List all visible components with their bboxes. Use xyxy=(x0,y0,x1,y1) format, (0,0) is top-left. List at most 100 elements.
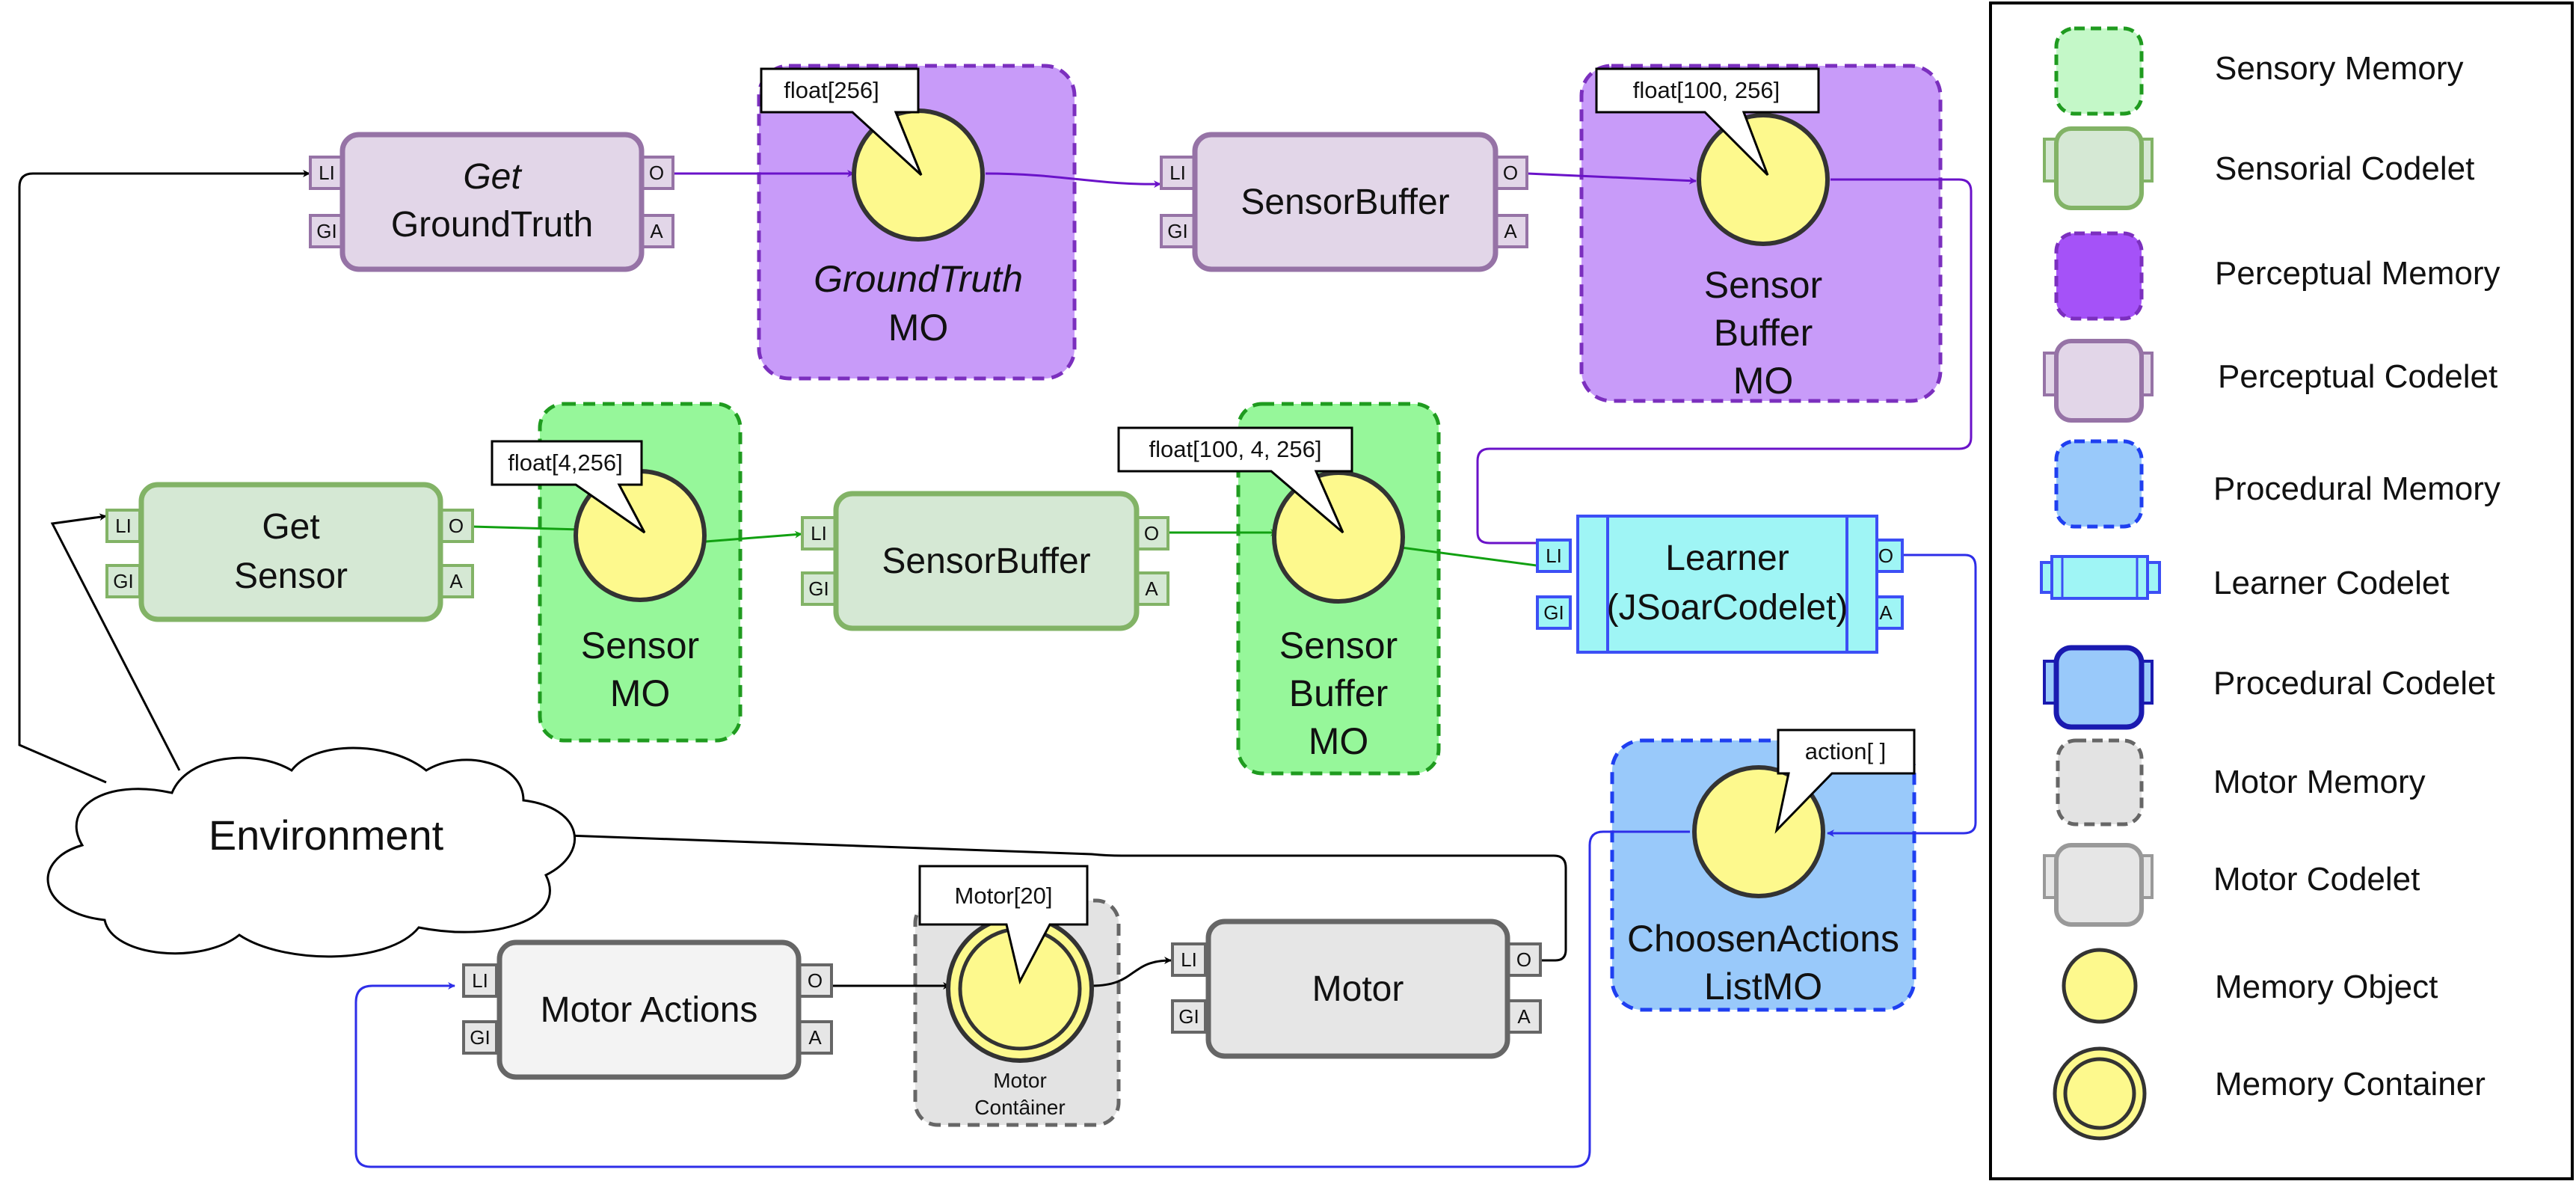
connector-perceptual-buffer-to-learner xyxy=(1476,178,1973,547)
chosen-actions-callout xyxy=(1774,729,1916,834)
perceptual-sensor-buffer-mo[interactable]: float[100, 256] Sensor Buffer MO xyxy=(1595,67,1830,402)
get-sensor-port-o-label: O xyxy=(449,515,464,537)
motor-body xyxy=(1205,918,1510,1059)
perceptual-sensorbuffer-label: SensorBuffer xyxy=(1241,183,1449,222)
motor-port-gi-label: GI xyxy=(1178,1005,1199,1028)
motor-actions-port-a-label: A xyxy=(808,1026,822,1049)
sensorial-sensorbuffer-port-gi xyxy=(801,571,837,606)
legend-sensorial-codelet-swatch xyxy=(2054,126,2144,210)
motor-actions-port-o-label: O xyxy=(808,969,823,992)
perceptual-sensorbuffer-codelet[interactable]: LI GI O A SensorBuffer xyxy=(1160,132,1528,272)
get-groundtruth-codelet[interactable]: LI GI O A Get GroundTruth xyxy=(309,132,674,272)
sensorial-sensorbuffer-port-o-label: O xyxy=(1144,522,1159,545)
get-sensor-port-li xyxy=(105,509,141,543)
legend-procedural-memory-swatch xyxy=(2054,439,2144,529)
groundtruth-mo-label-line1: GroundTruth xyxy=(814,258,1023,300)
perceptual-sensorbuffer-port-li-label: LI xyxy=(1169,162,1186,184)
motor-port-li-label: LI xyxy=(1181,948,1197,971)
perceptual-sensorbuffer-port-o-label: O xyxy=(1503,162,1518,184)
chosen-actions-mo-label-line2: ListMO xyxy=(1704,966,1822,1008)
motor-actions-port-gi-label: GI xyxy=(470,1026,490,1049)
connector-learner-to-actions xyxy=(1827,553,1977,837)
perceptual-sensorbuffer-body xyxy=(1192,132,1498,272)
get-groundtruth-port-gi-label: GI xyxy=(316,220,336,242)
sensorial-sensorbuffer-port-li-label: LI xyxy=(811,522,827,545)
sensor-callout-text: float[4,256] xyxy=(508,450,622,476)
legend-memory-object-swatch xyxy=(2062,948,2138,1024)
perceptual-sensor-buffer-mo-label-line1: Sensor xyxy=(1704,264,1822,306)
groundtruth-mo[interactable]: float[256] GroundTruth MO xyxy=(760,67,1023,349)
learner-port-gi xyxy=(1536,595,1572,630)
legend-learner-codelet-swatch xyxy=(2050,555,2149,600)
legend-motor-codelet-swatch xyxy=(2054,843,2144,927)
motor-port-o xyxy=(1506,942,1542,977)
legend-sensorial-codelet-label: Sensorial Codelet xyxy=(2215,150,2474,187)
learner-port-a-label: A xyxy=(1879,601,1893,624)
sensorial-sensorbuffer-port-gi-label: GI xyxy=(808,577,829,600)
motor-port-li xyxy=(1171,942,1207,977)
get-sensor-port-o xyxy=(438,509,474,543)
connector-sensor-mo-to-sensorbuffer xyxy=(705,530,802,543)
get-sensor-label-line2: Sensor xyxy=(234,556,348,596)
environment-label: Environment xyxy=(209,812,444,859)
legend-procedural-codelet-label: Procedural Codelet xyxy=(2213,665,2495,702)
sensory-sensor-buffer-mo-label-line1: Sensor xyxy=(1279,625,1398,666)
chosen-actions-callout-text: action[ ] xyxy=(1805,738,1887,764)
perceptual-sensor-buffer-mo-label-line2: Buffer xyxy=(1714,312,1813,354)
learner-port-li xyxy=(1536,539,1572,573)
legend-procedural-codelet-swatch xyxy=(2053,645,2145,730)
motor-codelet[interactable]: LI GI O A Motor xyxy=(1171,918,1542,1059)
get-groundtruth-label-line2: GroundTruth xyxy=(391,205,593,245)
legend-perceptual-codelet-label: Perceptual Codelet xyxy=(2218,358,2497,395)
legend-learner-codelet-right-tab xyxy=(2146,561,2161,594)
sensorial-sensorbuffer-body xyxy=(833,491,1140,631)
sensor-mo[interactable]: float[4,256] Sensor MO xyxy=(491,440,707,714)
sensory-sensor-buffer-mo[interactable]: float[100, 4, 256] Sensor Buffer MO xyxy=(1117,426,1405,762)
get-groundtruth-port-a xyxy=(639,214,674,248)
motor-container[interactable]: Motor[20] Motor Contâiner xyxy=(918,865,1094,1119)
perceptual-sensor-buffer-callout-text: float[100, 256] xyxy=(1633,77,1780,103)
environment-cloud xyxy=(46,746,576,958)
legend-perceptual-codelet-swatch xyxy=(2054,339,2144,423)
chosen-actions-mo-label-line1: ChoosenActions xyxy=(1627,918,1899,960)
get-sensor-codelet[interactable]: LI GI O A Get Sensor xyxy=(105,482,474,622)
get-sensor-port-a-label: A xyxy=(449,570,463,592)
learner-codelet[interactable]: LI GI O A Learner (JSoarCodelet) xyxy=(1536,515,1904,654)
perceptual-sensor-buffer-callout xyxy=(1595,67,1820,177)
legend-motor-memory-label: Motor Memory xyxy=(2213,764,2426,800)
sensor-mo-label-line2: MO xyxy=(610,672,671,714)
get-sensor-label-line1: Get xyxy=(262,507,319,547)
perceptual-sensorbuffer-port-gi-label: GI xyxy=(1167,220,1187,242)
get-groundtruth-port-gi xyxy=(309,214,345,248)
sensorial-sensorbuffer-port-o xyxy=(1134,516,1169,551)
motor-actions-codelet[interactable]: LI GI O A Motor Actions xyxy=(462,939,833,1080)
get-groundtruth-body xyxy=(339,132,645,272)
get-groundtruth-port-li-label: LI xyxy=(319,162,335,184)
sensorial-sensorbuffer-port-a-label: A xyxy=(1145,577,1158,600)
motor-actions-body xyxy=(497,939,802,1080)
learner-label-line2: (JSoarCodelet) xyxy=(1607,588,1848,628)
get-groundtruth-port-a-label: A xyxy=(650,220,663,242)
sensory-sensor-buffer-callout xyxy=(1117,426,1353,534)
get-groundtruth-port-li xyxy=(309,156,345,190)
legend-sensory-memory-swatch xyxy=(2054,26,2144,116)
connector-actions-to-motor-actions xyxy=(354,830,1690,1168)
motor-port-o-label: O xyxy=(1516,948,1531,971)
legend-procedural-memory-label: Procedural Memory xyxy=(2213,470,2500,507)
get-groundtruth-port-o-label: O xyxy=(649,162,664,184)
legend-memory-container-label: Memory Container xyxy=(2215,1066,2486,1102)
motor-label: Motor xyxy=(1312,969,1404,1009)
chosen-actions-mo[interactable]: action[ ] ChoosenActions ListMO xyxy=(1627,729,1916,1008)
sensor-callout xyxy=(491,440,646,534)
legend-motor-codelet-label: Motor Codelet xyxy=(2213,861,2420,898)
legend-memory-object-label: Memory Object xyxy=(2215,969,2438,1005)
sensorial-sensorbuffer-codelet[interactable]: LI GI O A SensorBuffer xyxy=(801,491,1169,631)
environment[interactable]: Environment xyxy=(46,746,576,958)
legend-memory-container-inner xyxy=(2063,1057,2136,1130)
motor-container-callout xyxy=(918,865,1089,985)
connector-environment-to-getsensor xyxy=(50,513,181,771)
sensory-sensor-buffer-mo-label-line3: MO xyxy=(1309,720,1369,762)
motor-container-callout-text: Motor[20] xyxy=(955,883,1053,909)
motor-actions-port-o xyxy=(797,963,833,998)
